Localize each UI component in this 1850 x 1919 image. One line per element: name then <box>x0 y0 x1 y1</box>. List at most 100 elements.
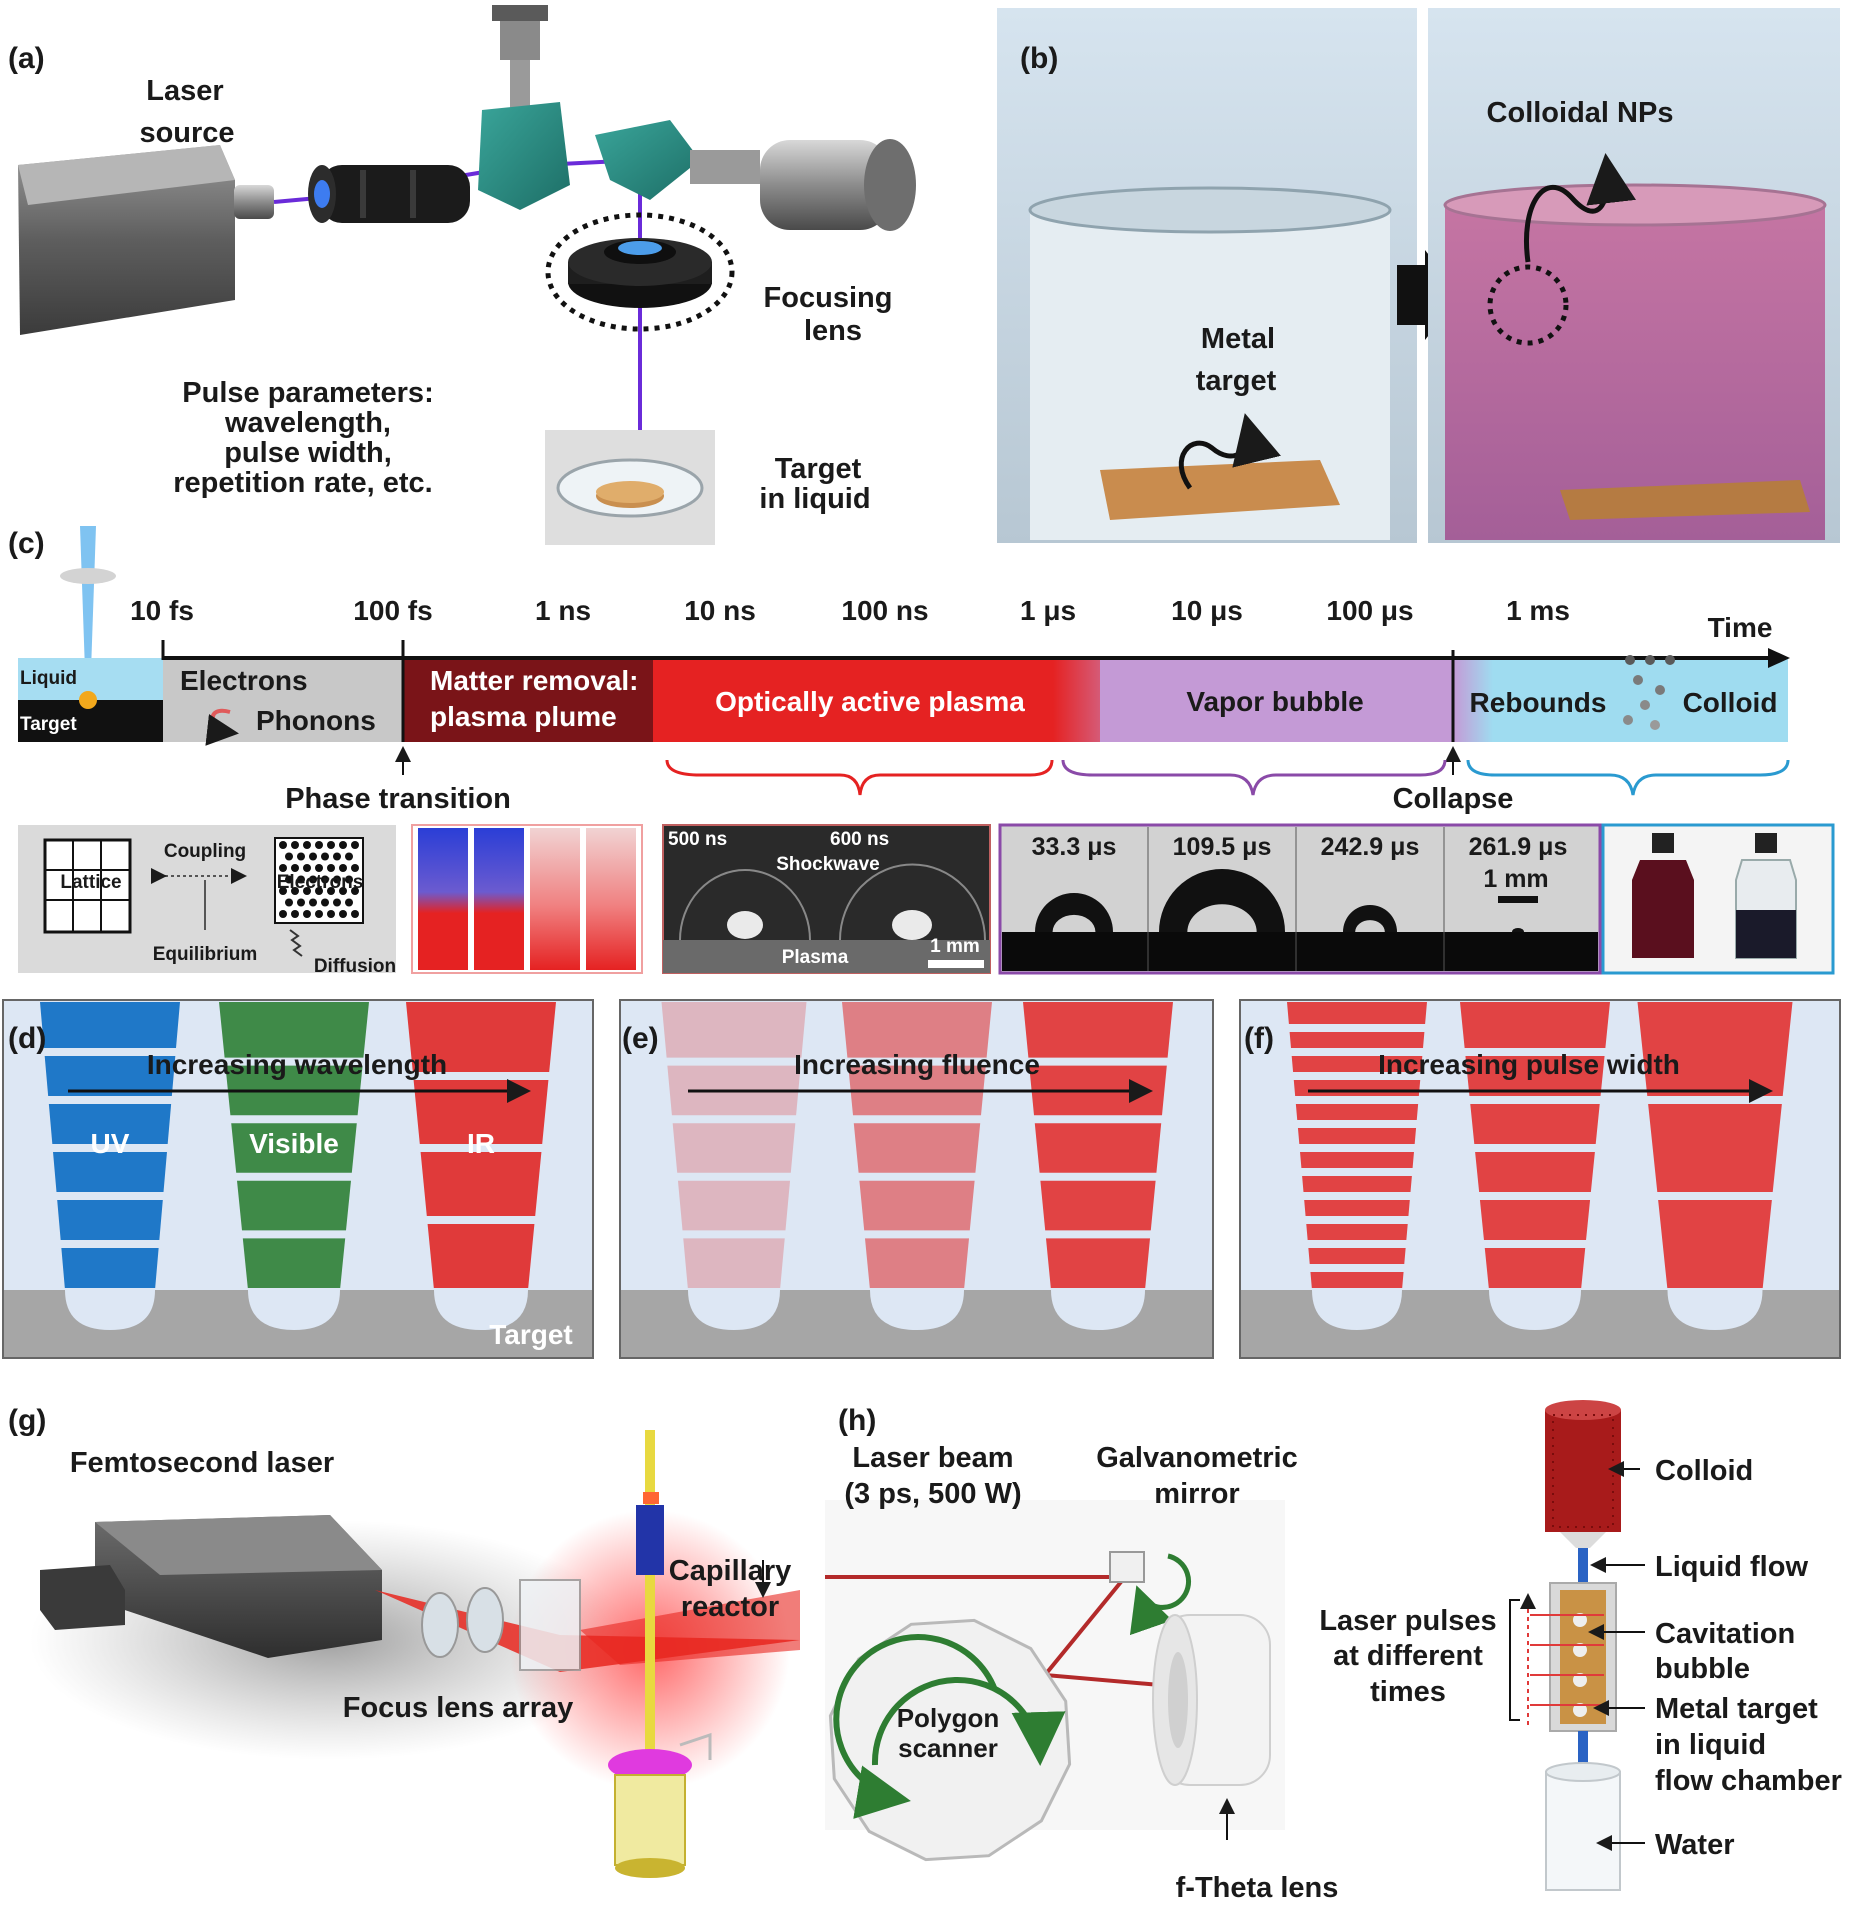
beam-shape-panels: (d) Increasing wavelength UV Visible IR … <box>2 999 1841 1359</box>
panel-d-label: (d) <box>8 1022 46 1055</box>
metal-target-label-1: Metal <box>1201 323 1275 355</box>
colloid-label: Colloid <box>1683 687 1778 718</box>
uv-label: UV <box>91 1128 130 1159</box>
polygon-rotation-arrow-2 <box>833 1634 998 1819</box>
polygon-label-1: Polygon <box>897 1703 1000 1733</box>
metal-target-h-3: flow chamber <box>1655 1765 1842 1797</box>
target-label-1: Target <box>775 453 862 485</box>
panel-f-title: Increasing pulse width <box>1378 1049 1680 1080</box>
electron-dot <box>291 841 299 849</box>
beam-band <box>683 1238 785 1288</box>
beam-band <box>1460 1002 1610 1048</box>
electron-dot <box>303 841 311 849</box>
beam-band <box>40 1002 180 1048</box>
electron-dot <box>345 875 353 884</box>
electron-dot <box>339 841 347 849</box>
electron-dot <box>291 864 299 872</box>
electron-dot <box>351 887 359 895</box>
panel-f-label: (f) <box>1244 1022 1274 1055</box>
electron-dot <box>345 898 353 907</box>
metal-target-h-2: in liquid <box>1655 1729 1766 1761</box>
beam-band <box>1484 1248 1586 1288</box>
target-label: Target <box>20 714 77 735</box>
electron-dot <box>351 864 359 872</box>
beam-band <box>842 1002 992 1058</box>
electron-dot <box>297 875 305 884</box>
ablation-crater <box>65 1290 155 1330</box>
electron-dot <box>309 875 317 884</box>
electron-dot <box>291 887 299 895</box>
beam-band <box>1648 1104 1782 1192</box>
beam-band <box>406 1002 556 1072</box>
beam-band <box>1637 1002 1793 1096</box>
mirror-2 <box>595 120 700 200</box>
electron-dots <box>279 841 359 918</box>
matter-removal-2: plasma plume <box>430 701 617 732</box>
electron-dot <box>279 910 287 918</box>
galvo-label-1: Galvanometric <box>1096 1442 1297 1474</box>
ir-label: IR <box>467 1128 495 1159</box>
metal-target-label-2: target <box>1196 365 1277 397</box>
beam-band <box>853 1123 981 1173</box>
metal-target-arrow <box>1178 413 1281 490</box>
laser-beam-label-1: Laser beam <box>852 1442 1013 1474</box>
beam-band <box>677 1180 791 1231</box>
bubble-frame-3 <box>1343 905 1397 932</box>
plasma-segment <box>653 658 1153 742</box>
focus-lens-1 <box>421 1592 459 1658</box>
beam-band <box>61 1248 159 1288</box>
f-theta-lens <box>1152 1614 1271 1786</box>
panel-a: (a) <box>8 5 916 545</box>
electron-dot <box>297 852 305 861</box>
electron-dot <box>333 898 341 907</box>
laser-aperture <box>234 185 274 219</box>
time-500ns: 500 ns <box>668 829 727 850</box>
bubble-frame-4 <box>1512 928 1524 932</box>
beam-band <box>1045 1238 1151 1288</box>
liquid-flow-label: Liquid flow <box>1655 1551 1808 1583</box>
panel-g-label: (g) <box>8 1404 46 1437</box>
pulse-params-3: pulse width, <box>224 437 392 469</box>
capillary-label-2: reactor <box>681 1591 779 1623</box>
beam-band <box>57 1200 163 1240</box>
equilibrium-label: Equilibrium <box>153 944 258 965</box>
beam-band <box>1300 1152 1414 1168</box>
electron-dot <box>279 887 287 895</box>
outlet-tube <box>1578 1548 1588 1583</box>
beam-band <box>672 1123 796 1173</box>
focusing-lens <box>568 238 712 308</box>
colloid-brace <box>1466 759 1790 796</box>
electron-dot <box>315 841 323 849</box>
focus-lens-2 <box>466 1587 504 1653</box>
tick-100us: 100 μs <box>1326 595 1413 626</box>
panel-g: (g) Femtosecond laser Capillary reactor … <box>8 1404 800 1878</box>
phase-transition-label: Phase transition <box>285 783 511 815</box>
f-theta-label: f-Theta lens <box>1176 1872 1339 1904</box>
scale-1mm-a: 1 mm <box>930 936 980 957</box>
lens-dashed-circle <box>545 212 735 332</box>
colloid-dashed-circle <box>1487 264 1569 346</box>
time-600ns: 600 ns <box>830 829 889 850</box>
pulse-params-2: wavelength, <box>224 407 391 439</box>
beam-band <box>231 1123 357 1173</box>
metal-target-plate <box>1100 460 1340 520</box>
collapse-label: Collapse <box>1393 783 1514 815</box>
beam-band <box>219 1002 369 1058</box>
panel-b-label: (b) <box>1020 42 1058 75</box>
beam-band <box>237 1180 351 1231</box>
focus-array-label: Focus lens array <box>343 1692 574 1724</box>
bubble-frame-1 <box>1035 893 1113 932</box>
beam-cones <box>40 1002 1793 1330</box>
electron-dot <box>285 898 293 907</box>
vapor-bubble-label: Vapor bubble <box>1186 686 1363 717</box>
beam-band <box>859 1180 975 1231</box>
electrons-segment <box>163 658 403 742</box>
ablation-crater <box>1489 1290 1581 1330</box>
tick-1ns: 1 ns <box>535 595 591 626</box>
beam-band <box>1287 1002 1427 1024</box>
colloidal-nps-label: Colloidal NPs <box>1487 97 1674 129</box>
lattice-label: Lattice <box>60 872 121 893</box>
beam-band <box>1658 1200 1772 1288</box>
beam-band <box>44 1056 176 1096</box>
electron-dot <box>309 898 317 907</box>
